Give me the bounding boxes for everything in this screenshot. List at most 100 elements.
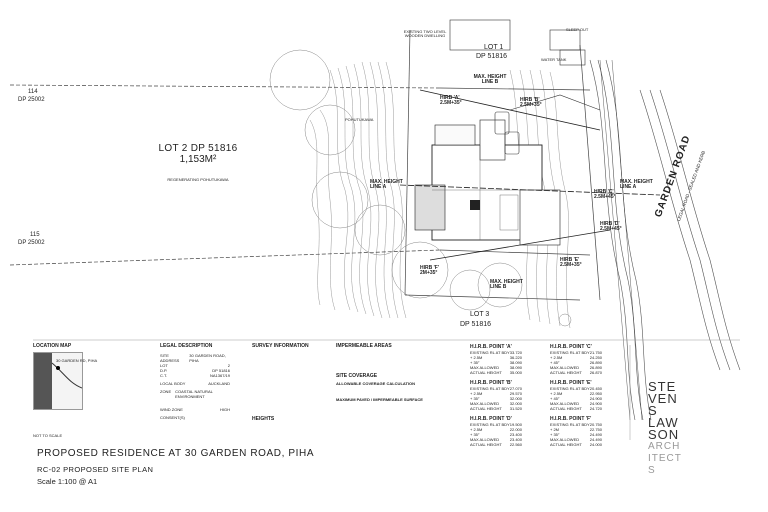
- drawing-scale: Scale 1:100 @ A1: [37, 477, 98, 486]
- hirb-e-label: HIRB 'E' 2.5M+35°: [560, 257, 582, 268]
- hirb-row: + 45°24.900: [550, 396, 602, 401]
- pohutukawa-label: POHUTUKAWA: [345, 117, 374, 122]
- logo-line: LAW: [648, 415, 679, 430]
- title-block-lines: [33, 339, 740, 440]
- max-height-b-bottom: MAX. HEIGHT LINE B: [490, 279, 523, 290]
- project-title-block: PROPOSED RESIDENCE AT 30 GARDEN ROAD, PI…: [37, 448, 314, 486]
- drawing-title: RC-02 PROPOSED SITE PLAN: [37, 465, 154, 474]
- location-map: 30 GARDEN RD, PIHA: [33, 352, 97, 410]
- road-contours: [589, 59, 741, 421]
- hirb-row: + 35°24.490: [550, 432, 602, 437]
- lot115-dp: DP 25002: [18, 240, 45, 246]
- hirb-table-title: H.I.R.B. POINT 'A': [470, 344, 512, 350]
- lot2-label: LOT 2 DP 51816 1,153M² REGENERATING POHU…: [148, 143, 248, 182]
- hirb-f-label: HIRB 'F' 2M+35°: [420, 265, 440, 276]
- not-to-scale: NOT TO SCALE: [33, 433, 63, 438]
- existing-dwelling-label: EXISTING TWO LEVEL WOODEN DWELLING: [403, 29, 447, 38]
- hirb-table-title: H.I.R.B. POINT 'C': [550, 344, 592, 350]
- architect-logo: STE VEN S LAW SON ARCH ITECT S: [648, 379, 682, 477]
- hirb-table-title: H.I.R.B. POINT 'E': [550, 380, 592, 386]
- max-height-a-left: MAX. HEIGHT LINE A: [370, 179, 403, 190]
- heights-title: HEIGHTS: [252, 416, 275, 422]
- property-boundaries: [9, 29, 601, 301]
- site-coverage-title: SITE COVERAGE: [336, 373, 378, 379]
- existing-dwelling: [449, 19, 586, 66]
- lot115-label: 115: [30, 232, 40, 238]
- project-title: PROPOSED RESIDENCE AT 30 GARDEN ROAD, PI…: [37, 448, 315, 459]
- logo-line: VEN: [648, 391, 678, 406]
- hirb-row: + 35°38.090: [470, 360, 522, 365]
- water-tank-label: WATER TANK: [541, 57, 567, 62]
- trees: [269, 49, 572, 327]
- logo-line: S: [648, 403, 658, 418]
- lot2-title: LOT 2 DP 51816: [158, 143, 238, 154]
- survey-information-title: SURVEY INFORMATION: [252, 343, 309, 349]
- hirb-b-label: HIRB 'B' 2.5M+35°: [520, 97, 542, 108]
- height-lines: [399, 89, 661, 261]
- max-height-a-right: MAX. HEIGHT LINE A: [620, 179, 653, 190]
- road-hatch: [599, 59, 643, 421]
- hirb-row: + 35°23.400: [470, 432, 522, 437]
- max-paved-title: MAXIMUM PAVED / IMPERMEABLE SURFACE: [336, 397, 423, 402]
- hirb-a-label: HIRB 'A' 2.5M+35°: [440, 95, 462, 106]
- lot114-dp: DP 25002: [18, 97, 45, 103]
- hirb-c-label: HIRB 'C' 2.5M+45°: [594, 189, 616, 200]
- sleep-out-label: SLEEP OUT: [566, 27, 589, 32]
- location-map-graphic: [34, 353, 82, 409]
- location-map-title: LOCATION MAP: [33, 343, 72, 349]
- hirb-row: + 45°26.890: [550, 360, 602, 365]
- logo-line: S: [648, 465, 656, 476]
- parking: [494, 94, 601, 155]
- lot2-area: 1,153M²: [179, 154, 217, 165]
- legal-row: C.T.NA1367/19: [160, 373, 230, 378]
- logo-line: ARCH: [648, 441, 681, 452]
- logo-line: SON: [648, 427, 680, 442]
- lot1-dp: DP 51816: [476, 53, 508, 60]
- hirb-row: + 35°32.000: [470, 396, 522, 401]
- legal-row: CONSENT(S): [160, 415, 185, 420]
- location-map-label: 30 GARDEN RD, PIHA: [56, 358, 98, 363]
- logo-line: STE: [648, 379, 677, 394]
- logo-line: ITECT: [648, 453, 682, 464]
- hirb-table-title: H.I.R.B. POINT 'D': [470, 416, 512, 422]
- hirb-table-title: H.I.R.B. POINT 'B': [470, 380, 512, 386]
- impermeable-areas-title: IMPERMEABLE AREAS: [336, 343, 392, 349]
- building-footprint: [414, 119, 561, 246]
- lot3-label: LOT 3: [470, 311, 490, 318]
- lot114-label: 114: [28, 89, 38, 95]
